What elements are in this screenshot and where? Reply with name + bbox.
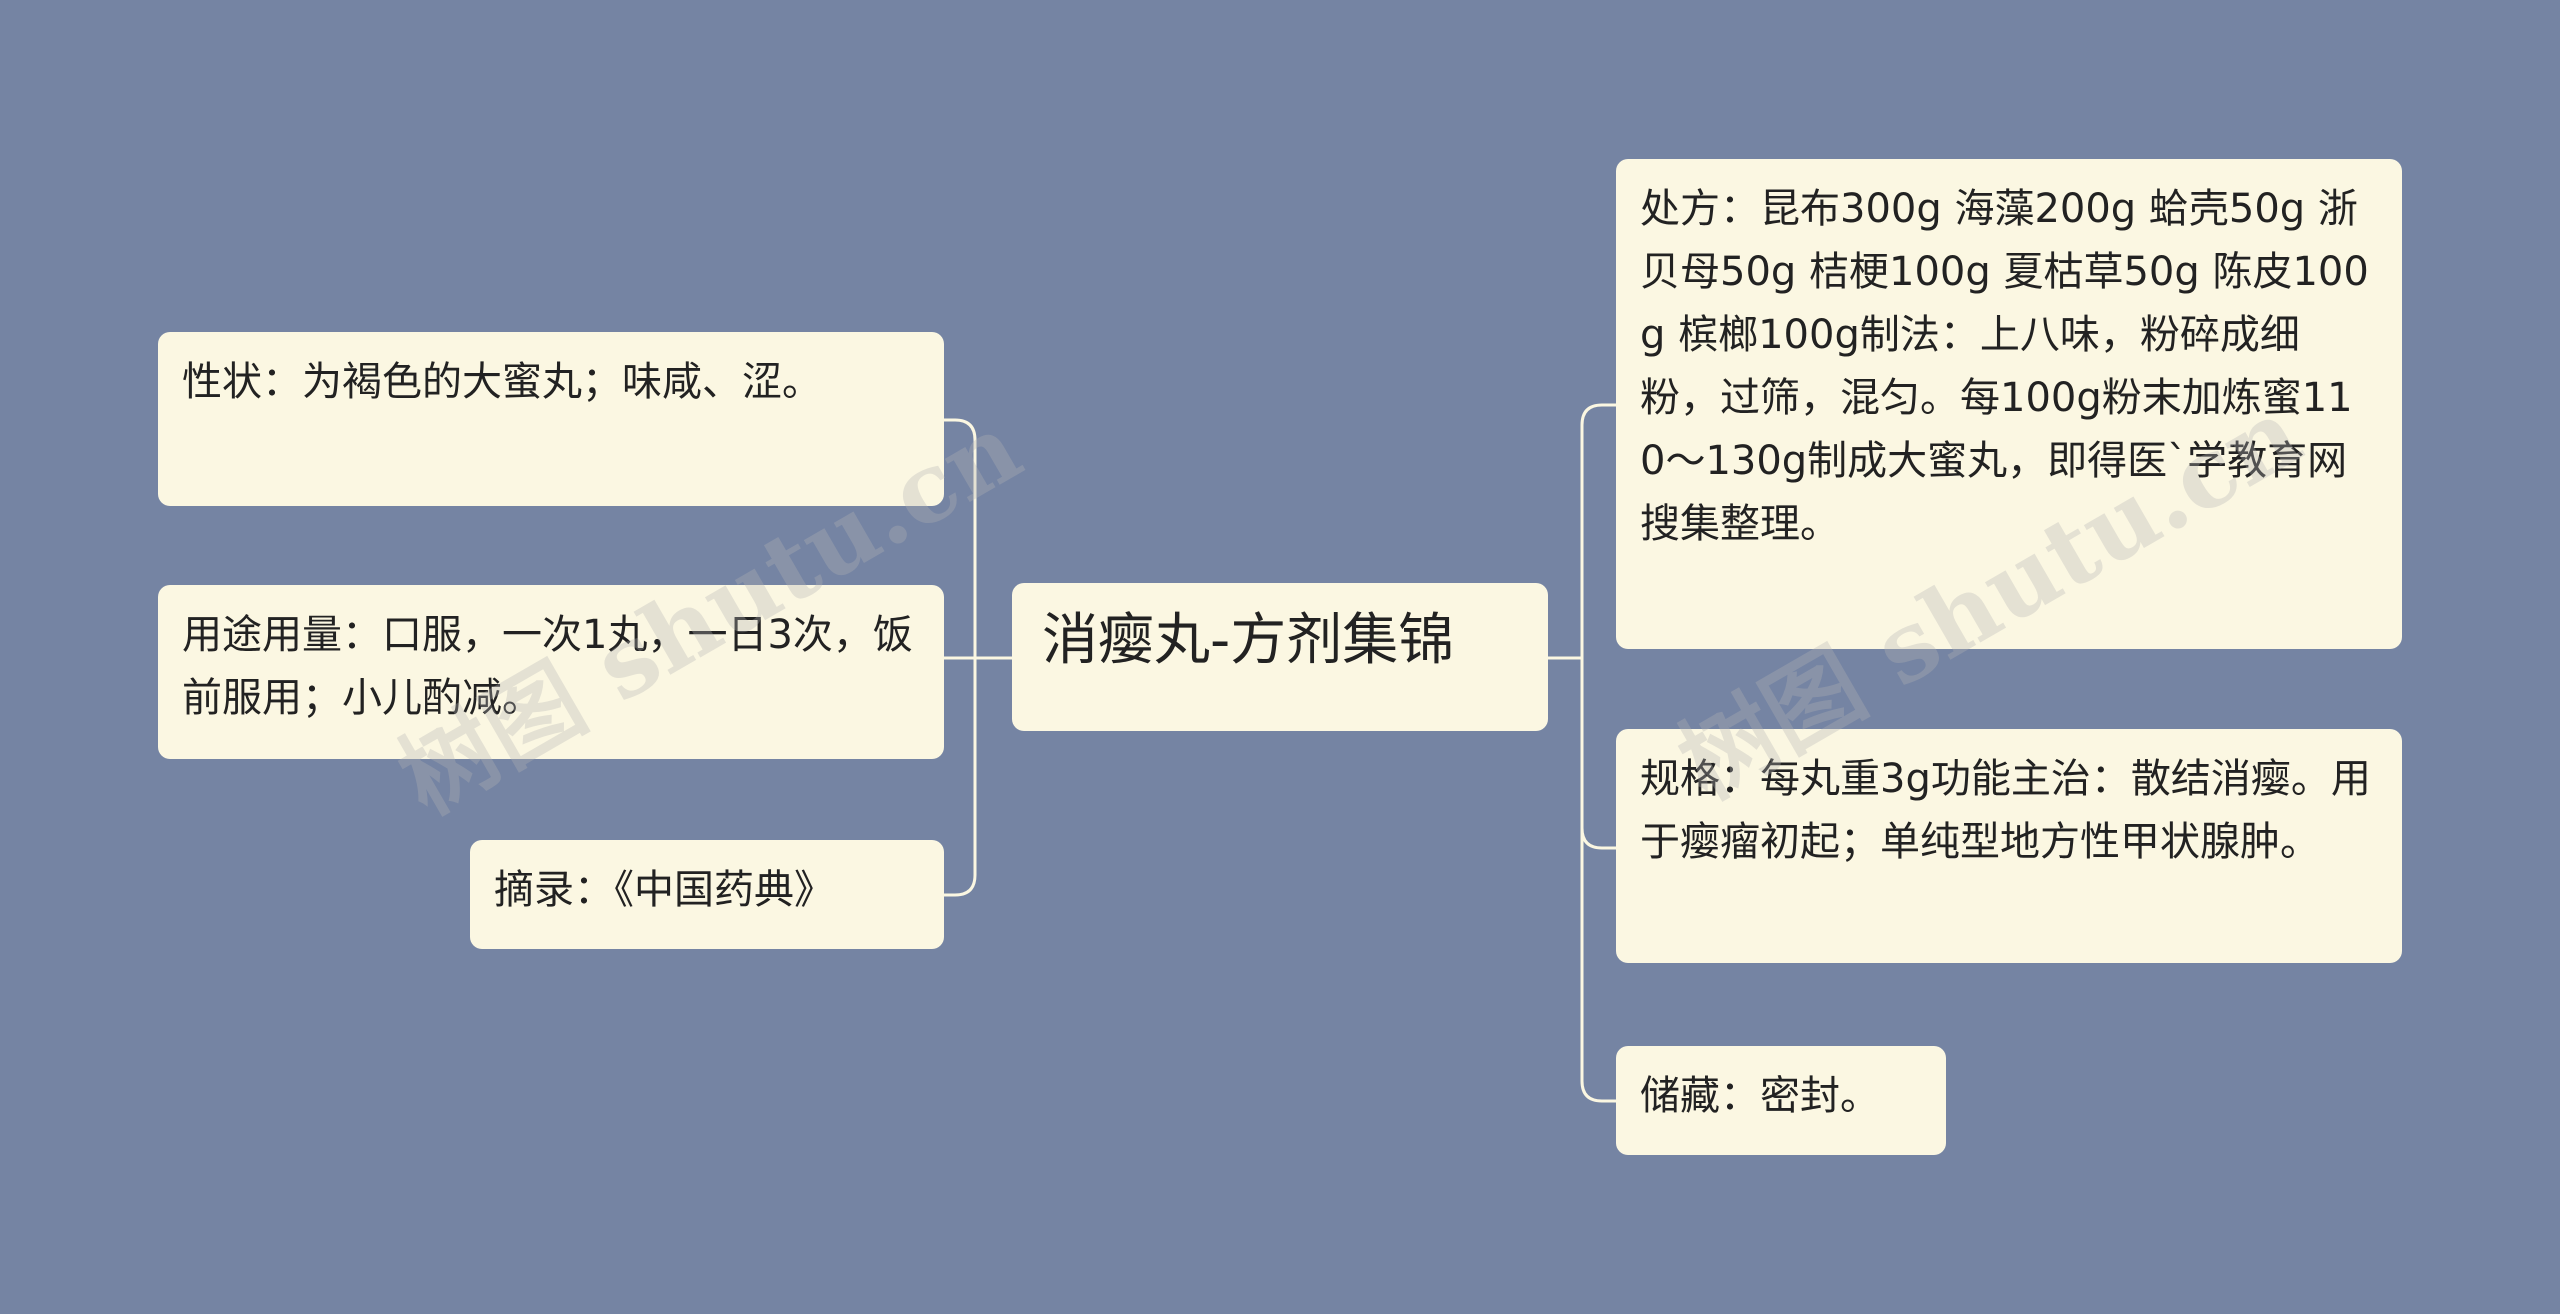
topic-prescription[interactable]: 处方：昆布300g 海藻200g 蛤壳50g 浙贝母50g 桔梗100g 夏枯草…: [1616, 159, 2402, 649]
topic-appearance-text: 性状：为褐色的大蜜丸；味咸、涩。: [182, 359, 822, 405]
connector-left-1: [942, 418, 977, 660]
topic-specification[interactable]: 规格：每丸重3g功能主治：散结消瘿。用于瘿瘤初起；单纯型地方性甲状腺肿。: [1616, 729, 2402, 963]
topic-storage-text: 储藏：密封。: [1640, 1073, 1880, 1119]
central-topic[interactable]: 消瘿丸-方剂集锦: [1012, 583, 1548, 731]
topic-prescription-text: 处方：昆布300g 海藻200g 蛤壳50g 浙贝母50g 桔梗100g 夏枯草…: [1640, 186, 2369, 547]
topic-storage[interactable]: 储藏：密封。: [1616, 1046, 1946, 1155]
topic-source[interactable]: 摘录：《中国药典》: [470, 840, 944, 949]
topic-usage-dosage[interactable]: 用途用量：口服，一次1丸，一日3次，饭前服用；小儿酌减。: [158, 585, 944, 759]
topic-appearance[interactable]: 性状：为褐色的大蜜丸；味咸、涩。: [158, 332, 944, 506]
topic-usage-dosage-text: 用途用量：口服，一次1丸，一日3次，饭前服用；小儿酌减。: [182, 612, 913, 721]
connector-right-2: [1580, 656, 1618, 850]
central-topic-label: 消瘿丸-方剂集锦: [1042, 608, 1455, 673]
topic-source-text: 摘录：《中国药典》: [494, 867, 834, 913]
connector-left-3: [942, 656, 977, 897]
connector-right-1: [1580, 403, 1618, 660]
topic-specification-text: 规格：每丸重3g功能主治：散结消瘿。用于瘿瘤初起；单纯型地方性甲状腺肿。: [1640, 756, 2371, 865]
connector-right-3: [1580, 656, 1618, 1103]
